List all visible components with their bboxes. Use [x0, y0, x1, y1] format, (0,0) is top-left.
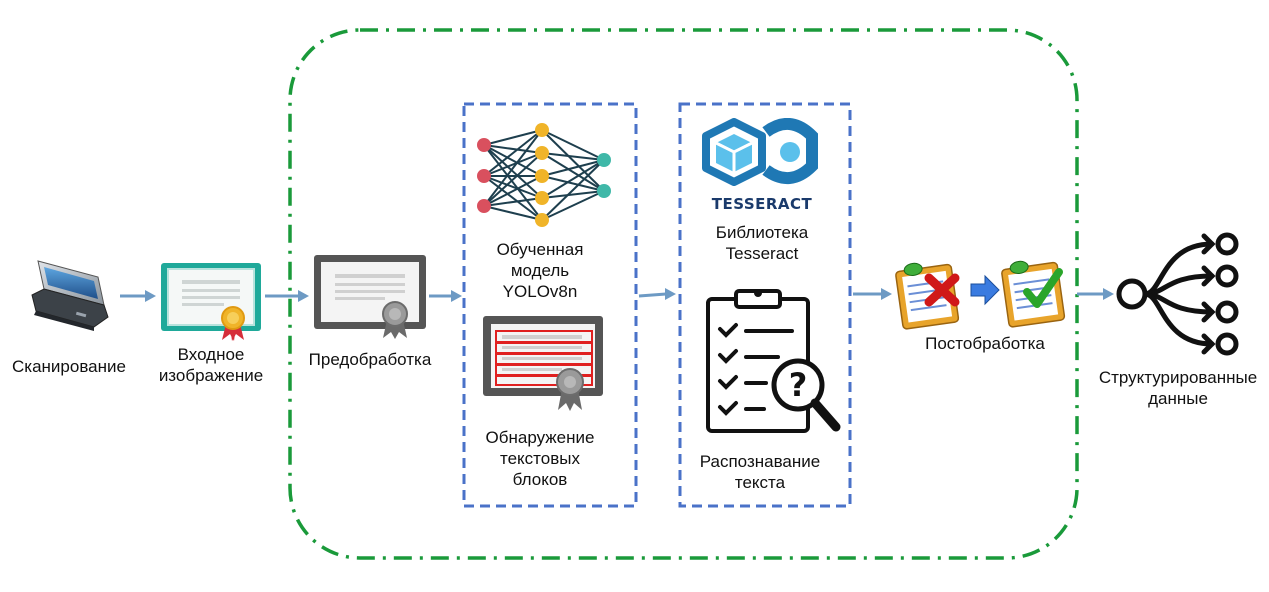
label-input-line-2: изображение: [158, 366, 264, 385]
recognition-block-frame: [678, 102, 852, 508]
label-structured: Структурированные данные: [1090, 367, 1266, 409]
certificate-gray-icon: [314, 255, 426, 339]
label-library-line-1: Библиотека: [715, 223, 809, 242]
pipeline-boundary: [288, 28, 1079, 560]
tesseract-wordmark: TESSERACT: [711, 195, 813, 213]
label-detect: Обнаружение текстовых блоков: [474, 427, 606, 490]
certificate-teal-icon: [161, 263, 261, 341]
label-model-line-3: YOLOv8n: [502, 282, 578, 301]
label-recognize-line-2: текста: [734, 473, 786, 492]
label-model: Обученная модель YOLOv8n: [480, 239, 600, 302]
detected-blocks-icon: [483, 316, 603, 411]
label-structured-line-2: данные: [1148, 389, 1208, 408]
tesseract-logo-icon: TESSERACT: [700, 118, 820, 218]
label-model-line-2: модель: [510, 261, 570, 280]
label-scan: Сканирование: [12, 357, 126, 376]
label-library: Библиотека Tesseract: [700, 222, 824, 264]
label-recognize: Распознавание текста: [690, 451, 830, 493]
label-postprocess: Постобработка: [925, 334, 1045, 353]
label-detect-line-1: Обнаружение: [485, 428, 595, 447]
label-input-line-1: Входное: [177, 345, 245, 364]
neural-network-icon: [477, 123, 611, 227]
label-recognize-line-1: Распознавание: [699, 452, 821, 471]
tesseract-mark: [702, 118, 818, 186]
arrow-4: [638, 292, 667, 298]
detection-block-frame: [462, 102, 638, 508]
label-preprocess: Предобработка: [308, 350, 432, 369]
clipboard-search-icon: ?: [706, 289, 841, 433]
label-input-image: Входное изображение: [150, 344, 272, 386]
scanner-icon: [31, 260, 109, 331]
structured-data-icon: [1116, 232, 1239, 356]
label-library-line-2: Tesseract: [725, 244, 799, 263]
label-structured-line-1: Структурированные: [1098, 368, 1258, 387]
label-detect-line-2: текстовых: [500, 449, 580, 468]
postprocess-checklist-icon: [895, 260, 1066, 330]
label-model-line-1: Обученная: [496, 240, 584, 259]
svg-text:?: ?: [789, 366, 808, 404]
label-detect-line-3: блоков: [512, 470, 568, 489]
